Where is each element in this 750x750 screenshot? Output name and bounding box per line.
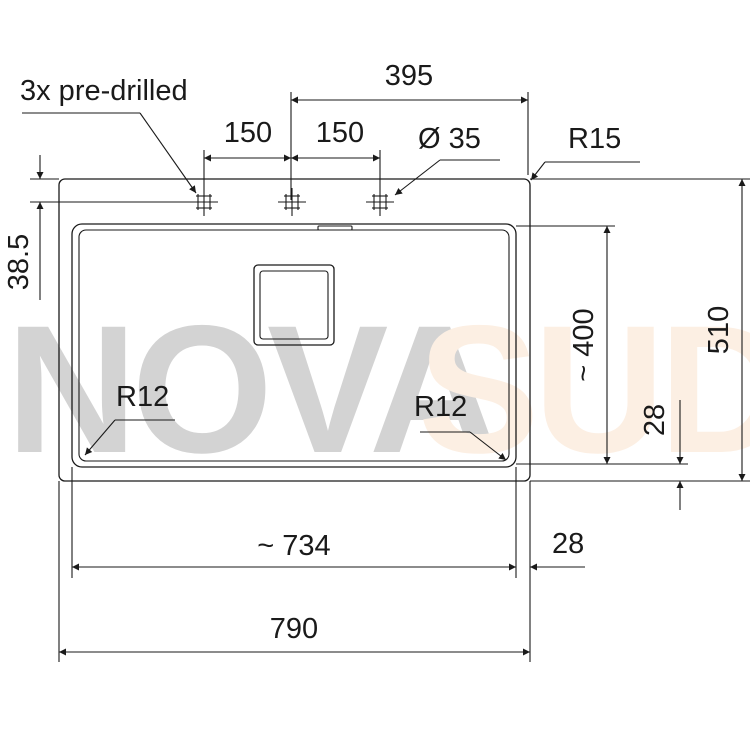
inner-radius-right-callout: R12 (414, 391, 507, 461)
tap-hole-right (366, 188, 394, 216)
drain-inner (259, 270, 329, 340)
dimension-510-label: 510 (703, 306, 735, 354)
sink-outer-outline (58, 178, 531, 482)
sink-bowl-outline (71, 223, 517, 468)
inner-radius-right-label: R12 (414, 391, 467, 423)
drain-outer (253, 264, 335, 346)
outer-radius-label: R15 (568, 123, 621, 155)
hole-diameter-callout: Ø 35 (394, 123, 500, 196)
inner-radius-left-callout: R12 (84, 381, 175, 456)
outer-radius-callout: R15 (530, 123, 640, 181)
dimension-400-label: ~ 400 (568, 308, 600, 381)
dimension-28-bottom-label: 28 (552, 528, 584, 560)
dimension-38-5: 38.5 (3, 155, 190, 300)
tap-hole-left (190, 188, 218, 216)
dimension-790-label: 790 (270, 613, 318, 645)
dimension-28-bottom: 28 (529, 481, 585, 578)
dimension-28-right: 28 (516, 400, 688, 510)
dimension-734-label: ~ 734 (257, 530, 330, 562)
dimension-734: ~ 734 (71, 467, 517, 578)
overflow-slot (317, 225, 353, 231)
dimension-790: 790 (58, 481, 531, 662)
dimension-150-right-label: 150 (316, 117, 364, 149)
dimension-38-5-label: 38.5 (3, 234, 35, 290)
pre-drilled-label: 3x pre-drilled (20, 75, 188, 107)
hole-diameter-label: Ø 35 (418, 123, 481, 155)
tap-hole-center (278, 188, 306, 216)
dimension-510: 510 (530, 178, 750, 482)
pre-drilled-callout: 3x pre-drilled (20, 75, 197, 194)
dimension-395-label: 395 (385, 60, 433, 92)
dimension-395: 395 (290, 60, 529, 200)
watermark-sud: SUD (418, 287, 750, 491)
inner-radius-left-label: R12 (116, 381, 169, 413)
dimension-150-left-label: 150 (224, 117, 272, 149)
sink-bowl-inner-outline (78, 229, 510, 462)
dimension-150-150: 150 150 (203, 117, 381, 188)
dimension-28-right-label: 28 (639, 404, 671, 436)
